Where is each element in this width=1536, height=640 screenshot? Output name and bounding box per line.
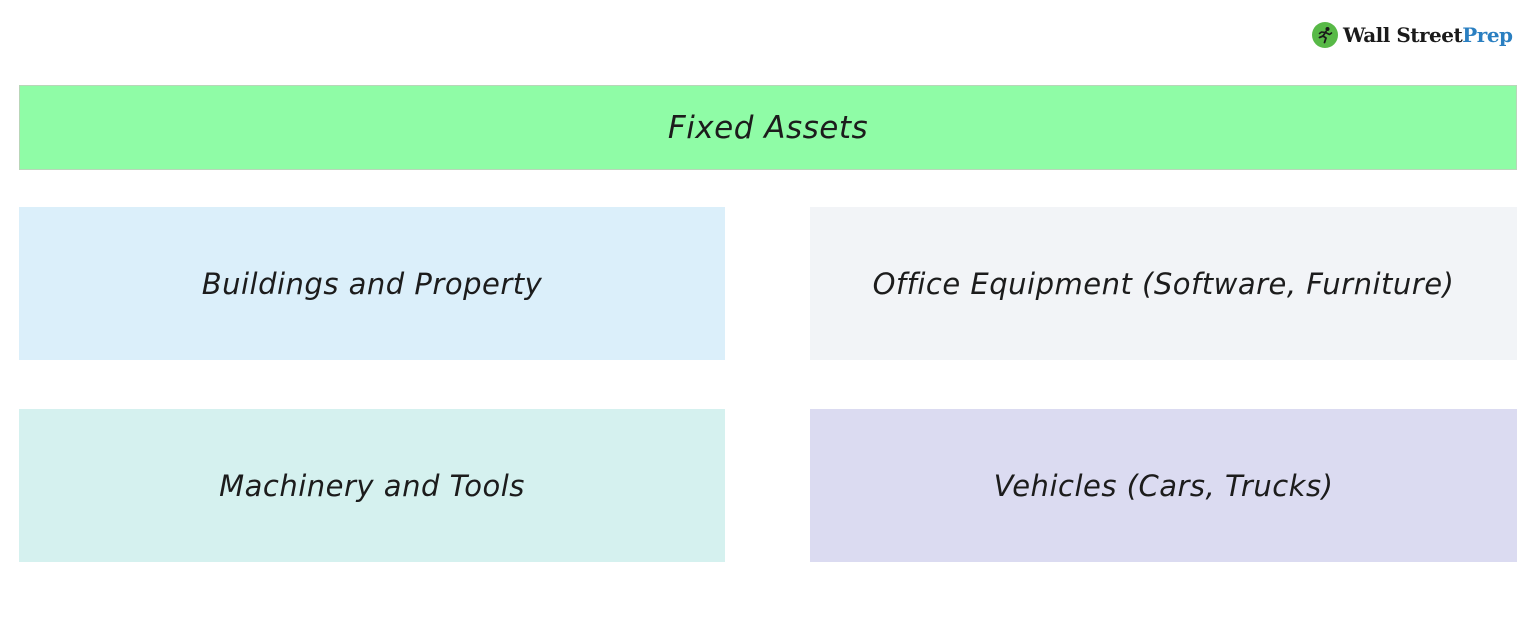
wall-street-prep-logo: Wall StreetPrep xyxy=(1312,20,1513,50)
logo-wordmark: Wall StreetPrep xyxy=(1343,23,1513,47)
category-box-machinery: Machinery and Tools xyxy=(19,409,725,562)
category-box-office-equipment: Office Equipment (Software, Furniture) xyxy=(810,207,1517,360)
category-label-office-equipment: Office Equipment (Software, Furniture) xyxy=(872,266,1455,301)
fixed-assets-header: Fixed Assets xyxy=(19,85,1517,170)
category-label-buildings: Buildings and Property xyxy=(201,266,543,301)
fixed-assets-title: Fixed Assets xyxy=(667,109,869,146)
runner-icon-glyph xyxy=(1318,27,1333,44)
logo-word-prep: Prep xyxy=(1462,23,1513,47)
logo-word-wall-street: Wall Street xyxy=(1343,23,1463,47)
category-label-machinery: Machinery and Tools xyxy=(219,468,525,503)
category-box-vehicles: Vehicles (Cars, Trucks) xyxy=(810,409,1517,562)
runner-icon xyxy=(1312,22,1338,48)
category-label-vehicles: Vehicles (Cars, Trucks) xyxy=(993,468,1334,503)
category-box-buildings: Buildings and Property xyxy=(19,207,725,360)
